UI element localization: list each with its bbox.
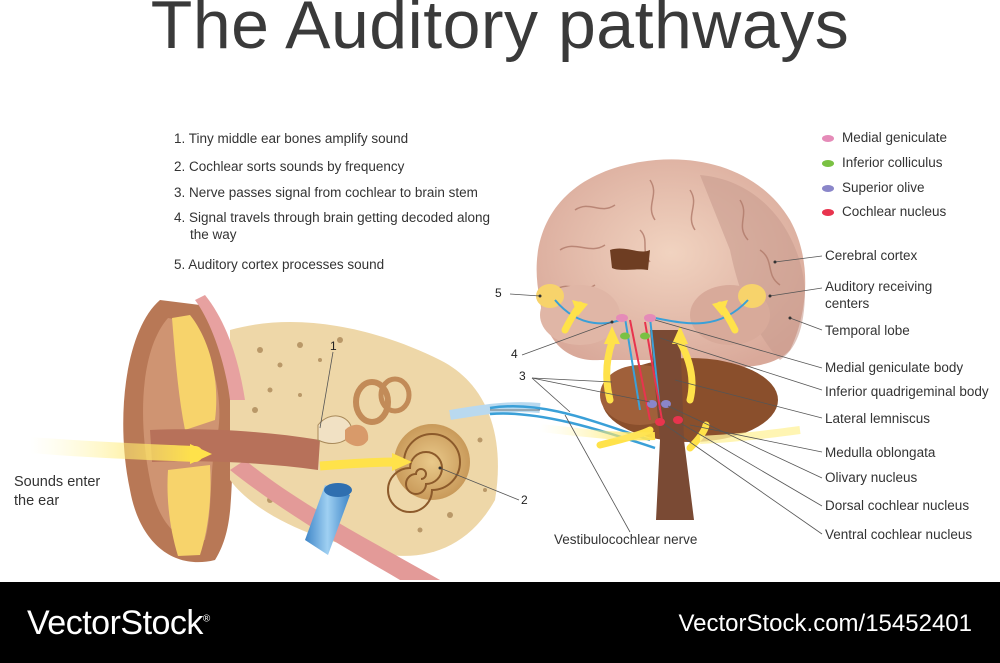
label-vestibulocochlear-nerve: Vestibulocochlear nerve [554, 532, 698, 547]
label-sounds-enter: Sounds enter the ear [14, 474, 101, 509]
footer-url: VectorStock.com/15452401 [678, 610, 972, 637]
legend-swatch [822, 208, 834, 216]
footer-bar: VectorStock® VectorStock.com/15452401 [0, 582, 1000, 663]
ear-illustration [22, 295, 656, 580]
brand-logo: VectorStock® [27, 604, 210, 643]
step-item: 3. Nerve passes signal from cochlear to … [174, 185, 478, 200]
label-dorsal-cochlear-nucleus: Dorsal cochlear nucleus [825, 498, 970, 513]
auditory-illustration [22, 159, 823, 580]
legend-item: Cochlear nucleus [822, 204, 946, 222]
legend-swatch [822, 159, 834, 167]
number-4: 4 [511, 347, 518, 361]
label-temporal-lobe: Temporal lobe [825, 323, 910, 338]
step-item: 1. Tiny middle ear bones amplify sound [174, 131, 409, 146]
legend-item: Inferior colliculus [822, 155, 943, 173]
label-olivary-nucleus: Olivary nucleus [825, 470, 918, 485]
legend-label: Cochlear nucleus [842, 204, 947, 219]
step-item: 4. Signal travels through brain getting … [174, 210, 490, 242]
label-medulla-oblongata: Medulla oblongata [825, 445, 936, 460]
legend-label: Superior olive [842, 180, 925, 195]
number-5: 5 [495, 286, 502, 300]
label-auditory-receiving-centers: Auditory receiving centers [825, 279, 933, 311]
label-medial-geniculate-body: Medial geniculate body [825, 360, 964, 375]
legend-label: Medial geniculate [842, 130, 948, 145]
step-item: 5. Auditory cortex processes sound [174, 257, 385, 272]
legend-swatch [822, 134, 834, 142]
brain-illustration [536, 159, 806, 520]
number-1: 1 [330, 339, 337, 353]
label-cerebral-cortex: Cerebral cortex [825, 248, 918, 263]
label-inferior-quadrigeminal-body: Inferior quadrigeminal body [825, 384, 989, 399]
registered-mark: ® [202, 613, 210, 625]
legend-item: Medial geniculate [822, 130, 947, 148]
step-item: 2. Cochlear sorts sounds by frequency [174, 159, 405, 174]
brand-name: VectorStock [27, 604, 203, 642]
page-title: The Auditory pathways [150, 0, 850, 63]
number-3: 3 [519, 369, 526, 383]
number-2: 2 [521, 493, 528, 507]
label-ventral-cochlear-nucleus: Ventral cochlear nucleus [825, 527, 973, 542]
legend-swatch [822, 184, 834, 192]
legend-label: Inferior colliculus [842, 155, 943, 170]
label-lateral-lemniscus: Lateral lemniscus [825, 411, 931, 426]
legend-item: Superior olive [822, 180, 925, 198]
